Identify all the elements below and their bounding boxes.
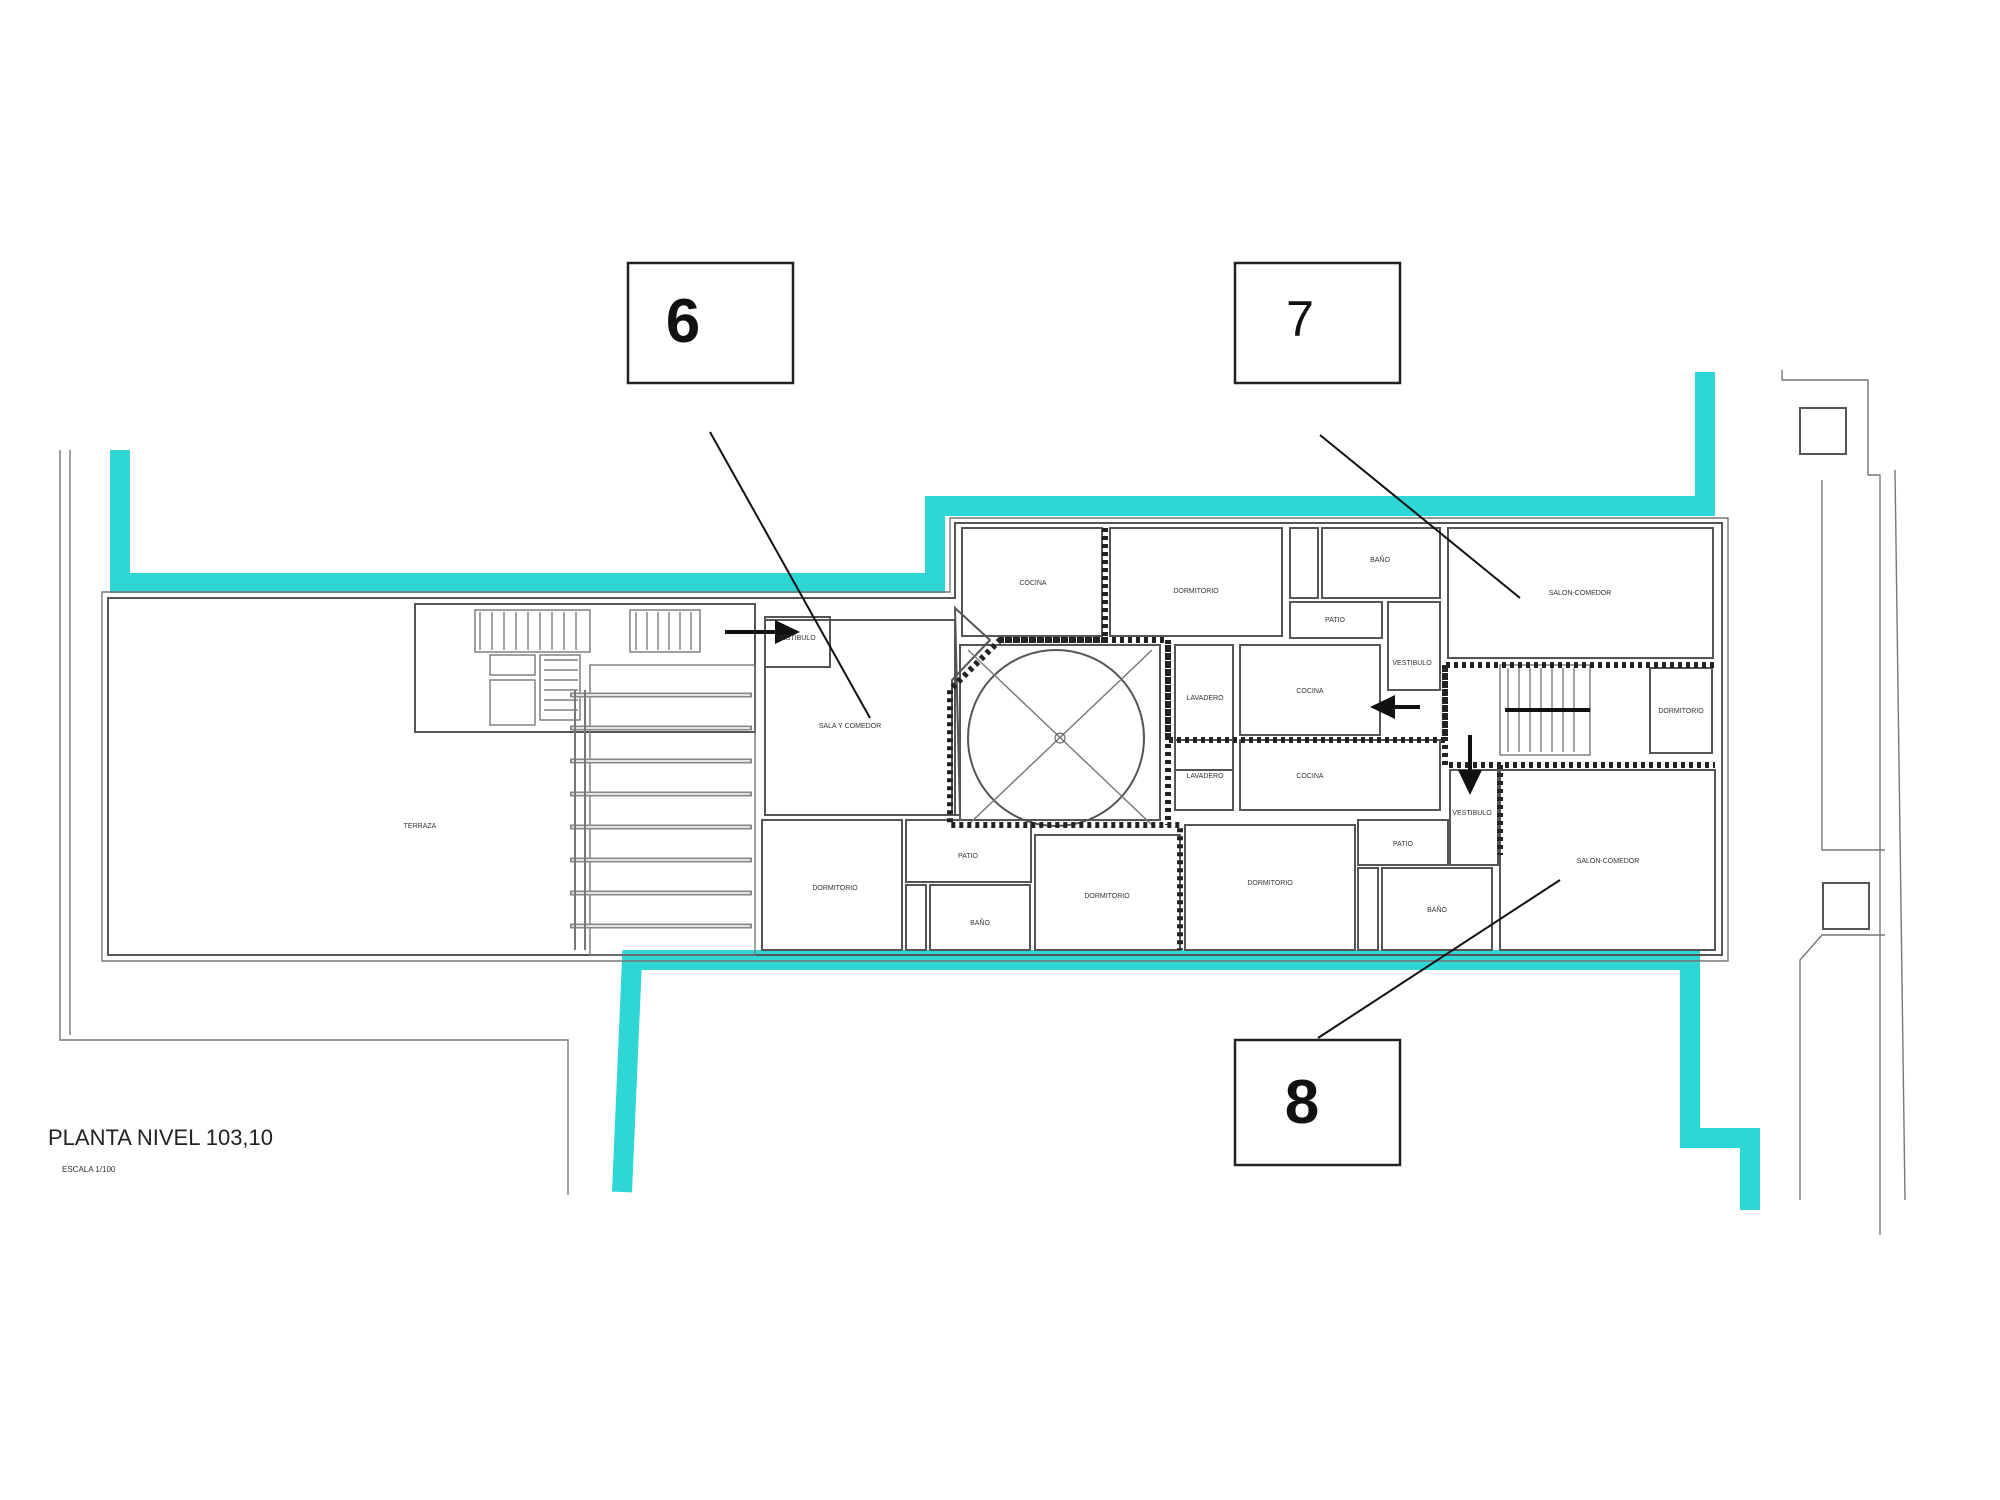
light-well xyxy=(959,644,1161,827)
callout-number: 6 xyxy=(666,287,700,356)
callout-7: 7 xyxy=(1233,261,1402,385)
room-label-dormitorio: DORMITORIO xyxy=(812,885,858,892)
plan-scale: ESCALA 1/100 xyxy=(62,1165,116,1174)
room-label-vestibulo: VESTIBULO xyxy=(1392,660,1432,667)
room-label-bano: BAÑO xyxy=(1427,905,1447,914)
room-label-lavadero: LAVADERO xyxy=(1186,773,1224,780)
room-label-salon: SALON-COMEDOR xyxy=(1577,858,1640,865)
room-labels: TERRAZA SALA Y COMEDOR COCINA DORMITORIO… xyxy=(404,555,1705,927)
arrow-down-icon xyxy=(1458,770,1482,795)
stair-treads xyxy=(479,612,692,711)
room-label-patio: PATIO xyxy=(1393,841,1414,848)
flow-arrows xyxy=(725,620,1590,795)
unit-boundaries xyxy=(947,528,1715,950)
building-outline xyxy=(101,517,1729,962)
room-label-dormitorio: DORMITORIO xyxy=(1173,588,1219,595)
room-label-bano: BAÑO xyxy=(1370,555,1390,564)
callout-number: 7 xyxy=(1286,291,1314,347)
plan-title: PLANTA NIVEL 103,10 xyxy=(48,1125,273,1150)
room-label-dormitorio: DORMITORIO xyxy=(1658,708,1704,715)
room-label-lavadero: LAVADERO xyxy=(1186,695,1224,702)
room-label-salon: SALON-COMEDOR xyxy=(1549,590,1612,597)
room-label-vestibulo: VESTIBULO xyxy=(1452,810,1492,817)
callout-leaders xyxy=(709,431,1561,1039)
arrow-right-icon xyxy=(775,620,800,644)
room-label-patio: PATIO xyxy=(958,853,979,860)
column-icon xyxy=(1799,407,1847,455)
room-label-terraza: TERRAZA xyxy=(404,823,437,830)
arrow-left-icon xyxy=(1370,695,1395,719)
room-label-patio: PATIO xyxy=(1325,617,1346,624)
callout-8: 8 xyxy=(1233,1038,1402,1167)
room-label-estar: SALA Y COMEDOR xyxy=(819,723,881,730)
pergola-beams xyxy=(570,690,752,950)
callout-number: 8 xyxy=(1285,1068,1319,1137)
room-walls xyxy=(761,527,1716,951)
room-label-cocina: COCINA xyxy=(1296,773,1324,780)
room-label-cocina: COCINA xyxy=(1019,580,1047,587)
property-boundary xyxy=(110,372,1760,1210)
room-label-cocina: COCINA xyxy=(1296,688,1324,695)
room-label-vestibulo: VESTIBULO xyxy=(776,635,816,642)
neighbor-right-outline xyxy=(1781,370,1906,1235)
room-label-dormitorio: DORMITORIO xyxy=(1084,893,1130,900)
room-label-dormitorio: DORMITORIO xyxy=(1247,880,1293,887)
callout-6: 6 xyxy=(626,261,795,385)
neighbor-left-outline xyxy=(59,450,569,1195)
small-room xyxy=(764,616,831,668)
column-icon xyxy=(1822,882,1870,930)
room-label-bano: BAÑO xyxy=(970,918,990,927)
